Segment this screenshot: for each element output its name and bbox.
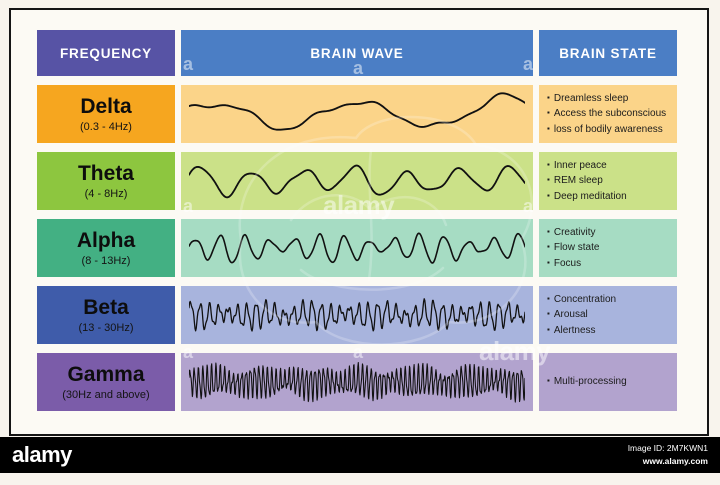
frequency-label-cell: Alpha (8 - 13Hz) <box>37 219 175 277</box>
brain-wave-cell <box>181 152 533 210</box>
rows-container: Delta (0.3 - 4Hz) Dreamless sleepAccess … <box>37 85 681 411</box>
brain-wave-path <box>189 361 525 403</box>
wave-frequency-range: (0.3 - 4Hz) <box>80 121 132 133</box>
wave-frequency-range: (8 - 13Hz) <box>81 255 131 267</box>
image-id-text: Image ID: 2M7KWN1 <box>627 443 708 454</box>
brain-wave-path <box>189 298 525 332</box>
wave-row: Delta (0.3 - 4Hz) Dreamless sleepAccess … <box>37 85 681 143</box>
brain-wave-plot <box>189 232 525 264</box>
brain-state-item: Focus <box>547 256 599 272</box>
table-header-row: FREQUENCY BRAIN WAVE BRAIN STATE <box>37 30 681 76</box>
brain-wave-cell <box>181 85 533 143</box>
brain-wave-cell <box>181 286 533 344</box>
wave-frequency-range: (4 - 8Hz) <box>84 188 128 200</box>
brain-state-item: loss of bodily awareness <box>547 122 666 138</box>
brain-wave-cell <box>181 219 533 277</box>
wave-row: Beta (13 - 30Hz) ConcentrationArousalAle… <box>37 286 681 344</box>
brain-state-item: Deep meditation <box>547 189 627 205</box>
brain-state-cell: Multi-processing <box>539 353 677 411</box>
header-brain-state: BRAIN STATE <box>539 30 677 76</box>
brain-state-item: Alertness <box>547 323 616 339</box>
frequency-label-cell: Gamma (30Hz and above) <box>37 353 175 411</box>
brain-state-item: Concentration <box>547 292 616 308</box>
brain-state-cell: ConcentrationArousalAlertness <box>539 286 677 344</box>
brain-state-item: Flow state <box>547 240 600 256</box>
wave-row: Theta (4 - 8Hz) Inner peaceREM sleepDeep… <box>37 152 681 210</box>
frequency-label-cell: Theta (4 - 8Hz) <box>37 152 175 210</box>
brain-wave-path <box>189 92 525 131</box>
wave-name: Beta <box>83 296 129 319</box>
frequency-label-cell: Beta (13 - 30Hz) <box>37 286 175 344</box>
brain-wave-plot <box>189 361 525 403</box>
brain-wave-path <box>189 164 525 199</box>
header-frequency: FREQUENCY <box>37 30 175 76</box>
brain-state-item: Access the subconscious <box>547 106 666 122</box>
brain-wave-cell <box>181 353 533 411</box>
alamy-watermark-bar: alamy Image ID: 2M7KWN1 www.alamy.com <box>0 437 720 473</box>
wave-row: Alpha (8 - 13Hz) CreativityFlow stateFoc… <box>37 219 681 277</box>
brain-state-list: Multi-processing <box>547 374 627 390</box>
wave-name: Alpha <box>76 229 136 252</box>
brain-state-cell: CreativityFlow stateFocus <box>539 219 677 277</box>
brain-state-cell: Dreamless sleepAccess the subconsciouslo… <box>539 85 677 143</box>
brain-state-item: Arousal <box>547 307 616 323</box>
wave-name: Theta <box>77 162 134 185</box>
alamy-logo: alamy <box>12 442 72 467</box>
frequency-label-cell: Delta (0.3 - 4Hz) <box>37 85 175 143</box>
infographic-frame: FREQUENCY BRAIN WAVE BRAIN STATE Delta (… <box>9 8 709 436</box>
brain-state-item: REM sleep <box>547 173 627 189</box>
alamy-meta: Image ID: 2M7KWN1 www.alamy.com <box>628 442 708 468</box>
wave-name: Gamma <box>67 363 145 386</box>
alamy-url-text: www.alamy.com <box>642 456 708 466</box>
wave-frequency-range: (13 - 30Hz) <box>78 322 134 334</box>
wave-frequency-range: (30Hz and above) <box>62 389 150 401</box>
brain-wave-path <box>189 232 525 264</box>
brain-state-list: ConcentrationArousalAlertness <box>547 292 616 339</box>
brain-state-cell: Inner peaceREM sleepDeep meditation <box>539 152 677 210</box>
brain-wave-plot <box>189 164 525 199</box>
brainwave-table: FREQUENCY BRAIN WAVE BRAIN STATE Delta (… <box>37 30 681 411</box>
header-brain-wave: BRAIN WAVE <box>181 30 533 76</box>
brain-state-list: Dreamless sleepAccess the subconsciouslo… <box>547 91 666 138</box>
brain-state-item: Creativity <box>547 225 599 241</box>
brain-state-item: Inner peace <box>547 158 627 174</box>
brain-state-list: CreativityFlow stateFocus <box>547 225 600 272</box>
wave-name: Delta <box>80 95 132 118</box>
brain-wave-plot <box>189 298 525 332</box>
brain-wave-plot <box>189 92 525 131</box>
brain-state-list: Inner peaceREM sleepDeep meditation <box>547 158 627 205</box>
brain-state-item: Dreamless sleep <box>547 91 666 107</box>
brain-state-item: Multi-processing <box>547 374 627 390</box>
wave-row: Gamma (30Hz and above) Multi-processing <box>37 353 681 411</box>
